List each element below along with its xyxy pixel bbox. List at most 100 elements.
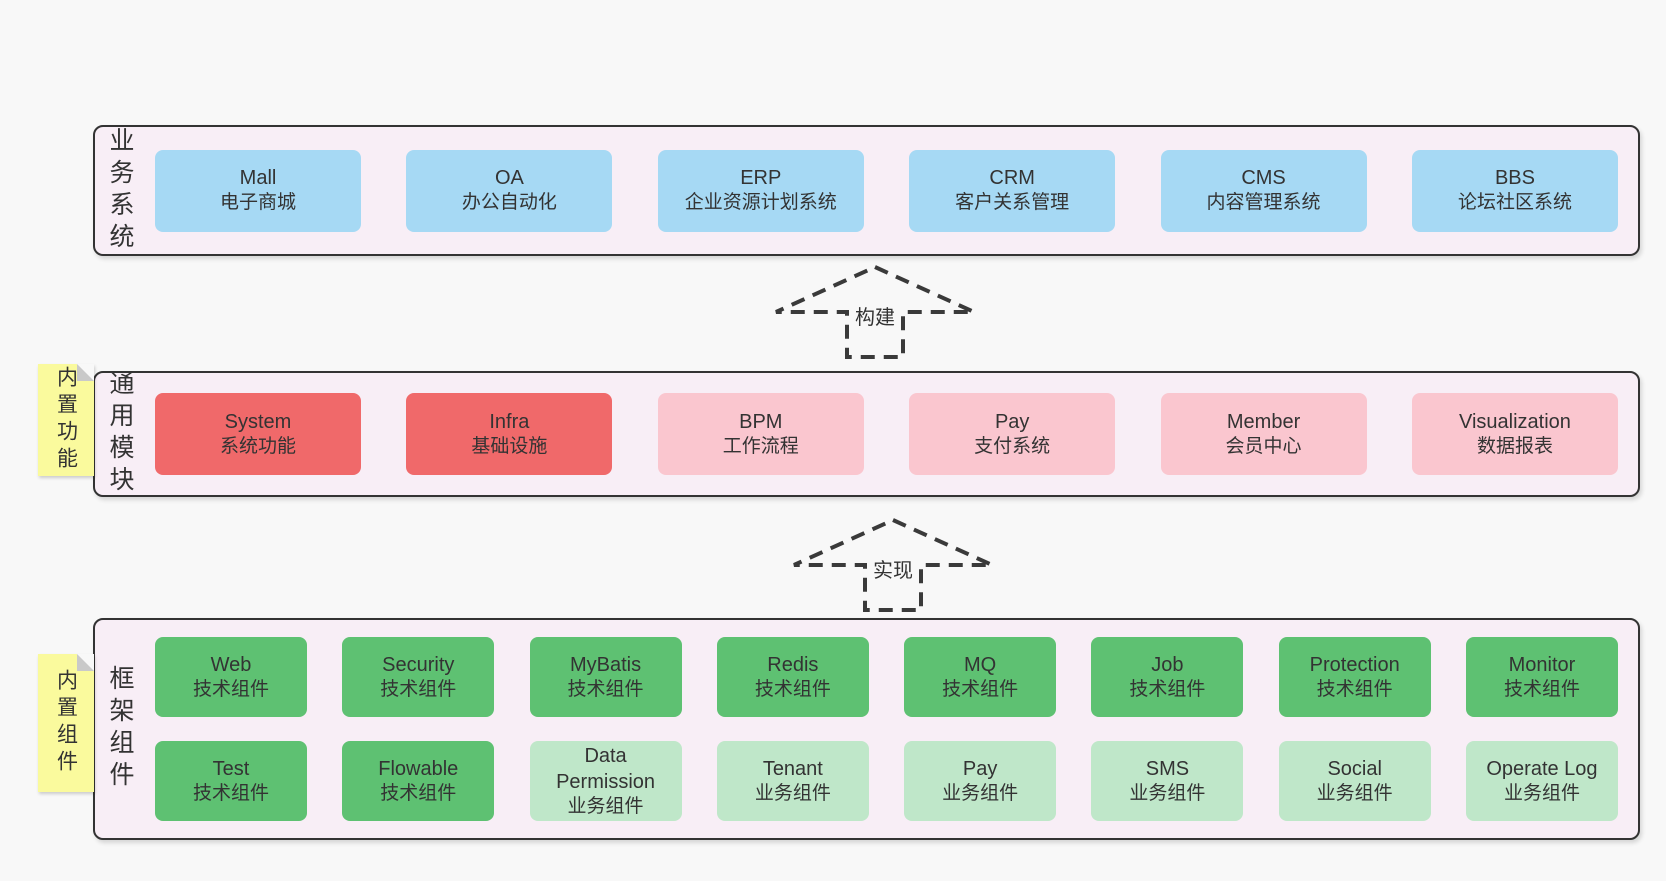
- box-title: BPM: [739, 410, 783, 433]
- box-subtitle: 技术组件: [1129, 678, 1206, 700]
- box-pay-component: Pay 业务组件: [904, 741, 1057, 821]
- box-title: Pay: [962, 757, 998, 780]
- box-pay-module: Pay 支付系统: [909, 393, 1116, 475]
- band-modules-content: System 系统功能 Infra 基础设施 BPM 工作流程 Pay 支付系统…: [155, 373, 1618, 495]
- box-subtitle: 技术组件: [192, 678, 269, 700]
- box-web: Web 技术组件: [155, 637, 307, 717]
- box-title: Data Permission: [556, 744, 656, 793]
- box-subtitle: 企业资源计划系统: [684, 192, 837, 214]
- band-business-content: Mall 电子商城 OA 办公自动化 ERP 企业资源计划系统 CRM 客户关系…: [155, 127, 1618, 254]
- box-visualization: Visualization 数据报表: [1411, 393, 1618, 475]
- box-title: Web: [210, 653, 252, 676]
- box-redis: Redis 技术组件: [716, 637, 869, 717]
- box-subtitle: 会员中心: [1225, 435, 1302, 457]
- box-title: Job: [1151, 653, 1184, 676]
- band-label-common-modules: 通用模块: [106, 370, 134, 498]
- box-subtitle: 基础设施: [471, 435, 548, 457]
- box-operate-log: Operate Log 业务组件: [1465, 741, 1618, 821]
- box-test: Test 技术组件: [155, 741, 307, 821]
- box-title: Flowable: [378, 757, 459, 780]
- components-row-1: Web 技术组件 Security 技术组件 MyBatis 技术组件 Redi…: [155, 637, 1618, 717]
- band-framework-components: 框架组件 Web 技术组件 Security 技术组件 MyBatis 技术组件…: [93, 618, 1640, 840]
- up-arrow-icon: [775, 264, 975, 359]
- box-flowable: Flowable 技术组件: [342, 741, 495, 821]
- box-subtitle: 技术组件: [754, 678, 831, 700]
- note-text: 内置组件: [54, 669, 78, 777]
- box-title: Test: [212, 757, 250, 780]
- box-title: Security: [382, 653, 455, 676]
- box-title: Protection: [1309, 653, 1400, 676]
- sticky-note-built-in-features: 内置功能: [38, 364, 94, 476]
- box-title: Pay: [994, 410, 1030, 433]
- box-protection: Protection 技术组件: [1278, 637, 1431, 717]
- box-mybatis: MyBatis 技术组件: [529, 637, 682, 717]
- box-social: Social 业务组件: [1278, 741, 1431, 821]
- box-title: CMS: [1241, 167, 1286, 190]
- box-title: OA: [494, 167, 524, 190]
- box-cms: CMS 内容管理系统: [1160, 149, 1367, 232]
- box-system: System 系统功能: [155, 393, 361, 475]
- box-title: Social: [1327, 757, 1382, 780]
- box-member: Member 会员中心: [1160, 393, 1367, 475]
- box-subtitle: 业务组件: [567, 795, 644, 817]
- box-title: Tenant: [762, 757, 823, 780]
- band-business-systems: 业务系统 Mall 电子商城 OA 办公自动化 ERP 企业资源计划系统 CRM…: [93, 125, 1640, 256]
- up-arrow-build: 构建: [765, 264, 985, 360]
- box-subtitle: 工作流程: [722, 435, 799, 457]
- box-title: Operate Log: [1486, 757, 1598, 780]
- box-subtitle: 客户关系管理: [955, 192, 1070, 214]
- band-label-framework-components: 框架组件: [106, 665, 134, 793]
- band-label-business-systems: 业务系统: [106, 126, 134, 255]
- box-infra: Infra 基础设施: [406, 393, 613, 475]
- box-monitor: Monitor 技术组件: [1465, 637, 1618, 717]
- sticky-note-built-in-components: 内置组件: [38, 654, 94, 792]
- box-title: ERP: [740, 167, 782, 190]
- box-title: Monitor: [1508, 653, 1576, 676]
- band-components-content: Web 技术组件 Security 技术组件 MyBatis 技术组件 Redi…: [155, 620, 1618, 838]
- up-arrow-icon: [793, 517, 993, 612]
- box-subtitle: 业务组件: [942, 782, 1019, 804]
- box-sms: SMS 业务组件: [1091, 741, 1244, 821]
- box-crm: CRM 客户关系管理: [909, 149, 1116, 232]
- box-title: MyBatis: [570, 653, 642, 676]
- box-subtitle: 技术组件: [380, 678, 457, 700]
- box-title: Visualization: [1458, 410, 1571, 433]
- box-mall: Mall 电子商城: [155, 149, 361, 232]
- note-text: 内置功能: [54, 366, 78, 474]
- box-title: BBS: [1494, 167, 1535, 190]
- box-title: Mall: [239, 167, 277, 190]
- arrow-label-implement: 实现: [868, 553, 918, 584]
- band-common-modules: 通用模块 System 系统功能 Infra 基础设施 BPM 工作流程 Pay…: [93, 370, 1640, 498]
- box-subtitle: 技术组件: [942, 678, 1019, 700]
- box-bpm: BPM 工作流程: [657, 393, 864, 475]
- box-oa: OA 办公自动化: [406, 149, 613, 232]
- box-subtitle: 技术组件: [380, 782, 457, 804]
- box-data-permission: Data Permission 业务组件: [529, 741, 682, 821]
- box-title: SMS: [1145, 757, 1190, 780]
- box-job: Job 技术组件: [1091, 637, 1244, 717]
- box-subtitle: 办公自动化: [461, 192, 557, 214]
- box-subtitle: 业务组件: [1316, 782, 1393, 804]
- box-title: Redis: [767, 653, 819, 676]
- box-subtitle: 业务组件: [754, 782, 831, 804]
- box-security: Security 技术组件: [342, 637, 495, 717]
- box-title: MQ: [964, 653, 997, 676]
- box-bbs: BBS 论坛社区系统: [1411, 149, 1618, 232]
- box-subtitle: 系统功能: [219, 435, 296, 457]
- box-subtitle: 技术组件: [567, 678, 644, 700]
- box-subtitle: 技术组件: [192, 782, 269, 804]
- note-fold-corner-icon: [77, 654, 94, 671]
- up-arrow-implement: 实现: [783, 517, 1003, 613]
- box-subtitle: 业务组件: [1129, 782, 1206, 804]
- arrow-label-build: 构建: [850, 300, 900, 331]
- box-title: System: [224, 410, 292, 433]
- box-title: CRM: [989, 167, 1035, 190]
- box-subtitle: 技术组件: [1503, 678, 1580, 700]
- box-subtitle: 支付系统: [974, 435, 1051, 457]
- box-subtitle: 技术组件: [1316, 678, 1393, 700]
- box-erp: ERP 企业资源计划系统: [657, 149, 864, 232]
- box-subtitle: 数据报表: [1476, 435, 1553, 457]
- components-row-2: Test 技术组件 Flowable 技术组件 Data Permission …: [155, 741, 1618, 821]
- box-subtitle: 论坛社区系统: [1457, 192, 1572, 214]
